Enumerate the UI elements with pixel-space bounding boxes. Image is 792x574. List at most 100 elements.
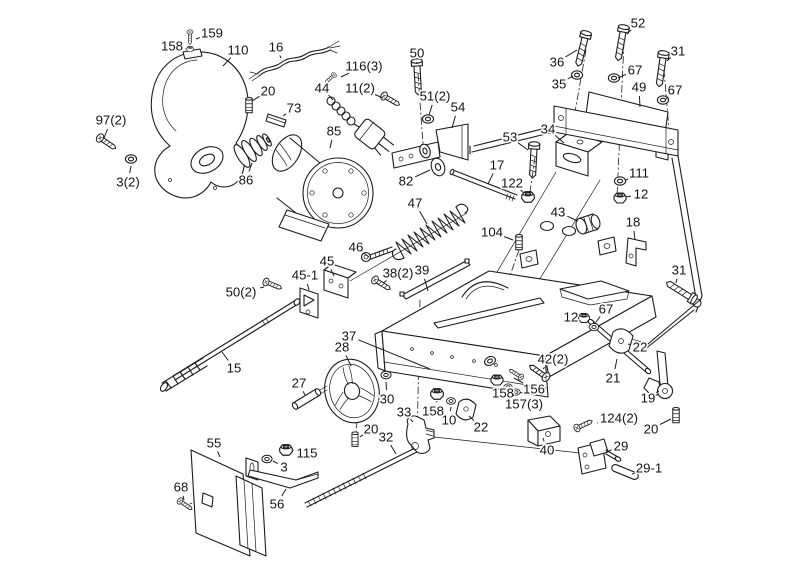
leader-line xyxy=(281,488,287,497)
part-label: 68 xyxy=(174,480,189,495)
leader-line xyxy=(358,339,431,370)
leader-line xyxy=(625,195,632,198)
part-label: 55 xyxy=(207,436,222,451)
leader-line xyxy=(359,434,364,438)
part-label: 158 xyxy=(161,39,183,54)
part-label: 52 xyxy=(631,16,646,31)
leader-line xyxy=(419,210,428,225)
part-label: 67 xyxy=(668,83,683,98)
part-label: 39 xyxy=(415,263,430,278)
part-40-bracket xyxy=(527,415,561,447)
leader-line xyxy=(103,128,108,139)
part-122-nut xyxy=(521,191,535,203)
part-label: 45 xyxy=(320,254,335,269)
part-label: 17 xyxy=(490,158,505,173)
part-158-nut-a xyxy=(430,388,444,400)
leader-line xyxy=(363,252,370,258)
leader-line xyxy=(340,72,350,78)
part-label: 33 xyxy=(397,405,412,420)
part-39-strip xyxy=(399,258,471,300)
leader-line xyxy=(565,49,578,58)
part-label: 43 xyxy=(551,205,566,220)
part-27-handle xyxy=(291,385,328,410)
part-45-1-bracket xyxy=(299,287,319,319)
leader-line xyxy=(542,437,545,442)
part-label: 110 xyxy=(227,43,248,58)
leader-line xyxy=(631,472,635,475)
leader-line xyxy=(248,162,253,172)
part-label: 38(2) xyxy=(383,266,414,281)
part-label: 12 xyxy=(564,310,579,325)
part-label: 46 xyxy=(349,240,364,255)
leader-line xyxy=(554,135,565,144)
part-label: 51(2) xyxy=(420,89,451,104)
leader-line xyxy=(665,96,669,100)
leader-line xyxy=(520,189,525,194)
part-label: 116(3) xyxy=(345,59,382,74)
leader-line xyxy=(487,173,494,185)
leader-line xyxy=(329,139,333,149)
part-label: 50(2) xyxy=(226,285,257,300)
part-label: 159 xyxy=(201,26,223,41)
part-34-bracket xyxy=(555,131,603,177)
part-22-clamp-a xyxy=(455,398,477,421)
part-label: 3 xyxy=(280,460,287,475)
part-3-2-washer xyxy=(124,154,138,164)
part-50-2-screw xyxy=(261,276,284,293)
part-159-screw xyxy=(186,29,194,45)
leader-line xyxy=(302,391,306,396)
part-label: 36 xyxy=(550,55,565,70)
part-22-clamp-b xyxy=(608,328,634,354)
part-44-plug xyxy=(326,96,395,156)
part-104-setscrew xyxy=(515,233,523,251)
part-label: 34 xyxy=(541,122,556,137)
part-86-pulley xyxy=(233,133,272,168)
part-16-power-cord xyxy=(248,40,341,82)
part-3-washer xyxy=(261,454,273,464)
part-label: 104 xyxy=(481,225,503,240)
part-label: 86 xyxy=(239,173,254,188)
leader-line xyxy=(638,95,641,108)
part-30-washer xyxy=(380,370,392,380)
part-11-bolt xyxy=(378,90,403,110)
leader-line xyxy=(221,351,229,361)
leader-line xyxy=(656,390,660,394)
part-158-nut-top xyxy=(186,45,194,53)
part-56-bracket xyxy=(245,457,319,489)
part-bed-assembly xyxy=(374,220,657,398)
leader-line xyxy=(390,444,397,455)
part-label: 29-1 xyxy=(636,461,662,476)
leader-line xyxy=(385,381,387,391)
part-label: 11(2) xyxy=(345,81,375,96)
leader-line xyxy=(410,418,414,423)
leader-line xyxy=(222,57,232,67)
part-label: 156 xyxy=(523,382,545,397)
part-124-screw xyxy=(572,416,595,434)
leader-line xyxy=(617,73,627,79)
part-label: 20 xyxy=(364,422,379,437)
part-85-motor xyxy=(271,134,374,242)
part-20-setscrew-lever xyxy=(672,406,680,424)
leader-line xyxy=(279,55,282,59)
part-35-washer xyxy=(570,70,584,80)
part-53-bolt xyxy=(526,140,541,179)
part-label: 3(2) xyxy=(116,175,139,190)
leader-line xyxy=(517,142,529,151)
leader-line xyxy=(428,104,433,116)
part-111-washer xyxy=(613,176,627,186)
part-158-nut-b xyxy=(490,374,504,386)
leader-line xyxy=(659,418,672,425)
leader-line xyxy=(633,230,636,241)
part-label: 97(2) xyxy=(96,113,127,128)
part-43-bushing xyxy=(575,213,601,235)
leader-line xyxy=(259,286,265,289)
part-label: 37 xyxy=(342,329,357,344)
part-10-washer xyxy=(446,397,456,405)
part-29-link xyxy=(577,438,622,475)
part-label: 40 xyxy=(540,443,555,458)
leader-line xyxy=(503,236,514,241)
part-51-washer xyxy=(421,114,435,124)
part-12-nut-mid xyxy=(578,313,590,323)
